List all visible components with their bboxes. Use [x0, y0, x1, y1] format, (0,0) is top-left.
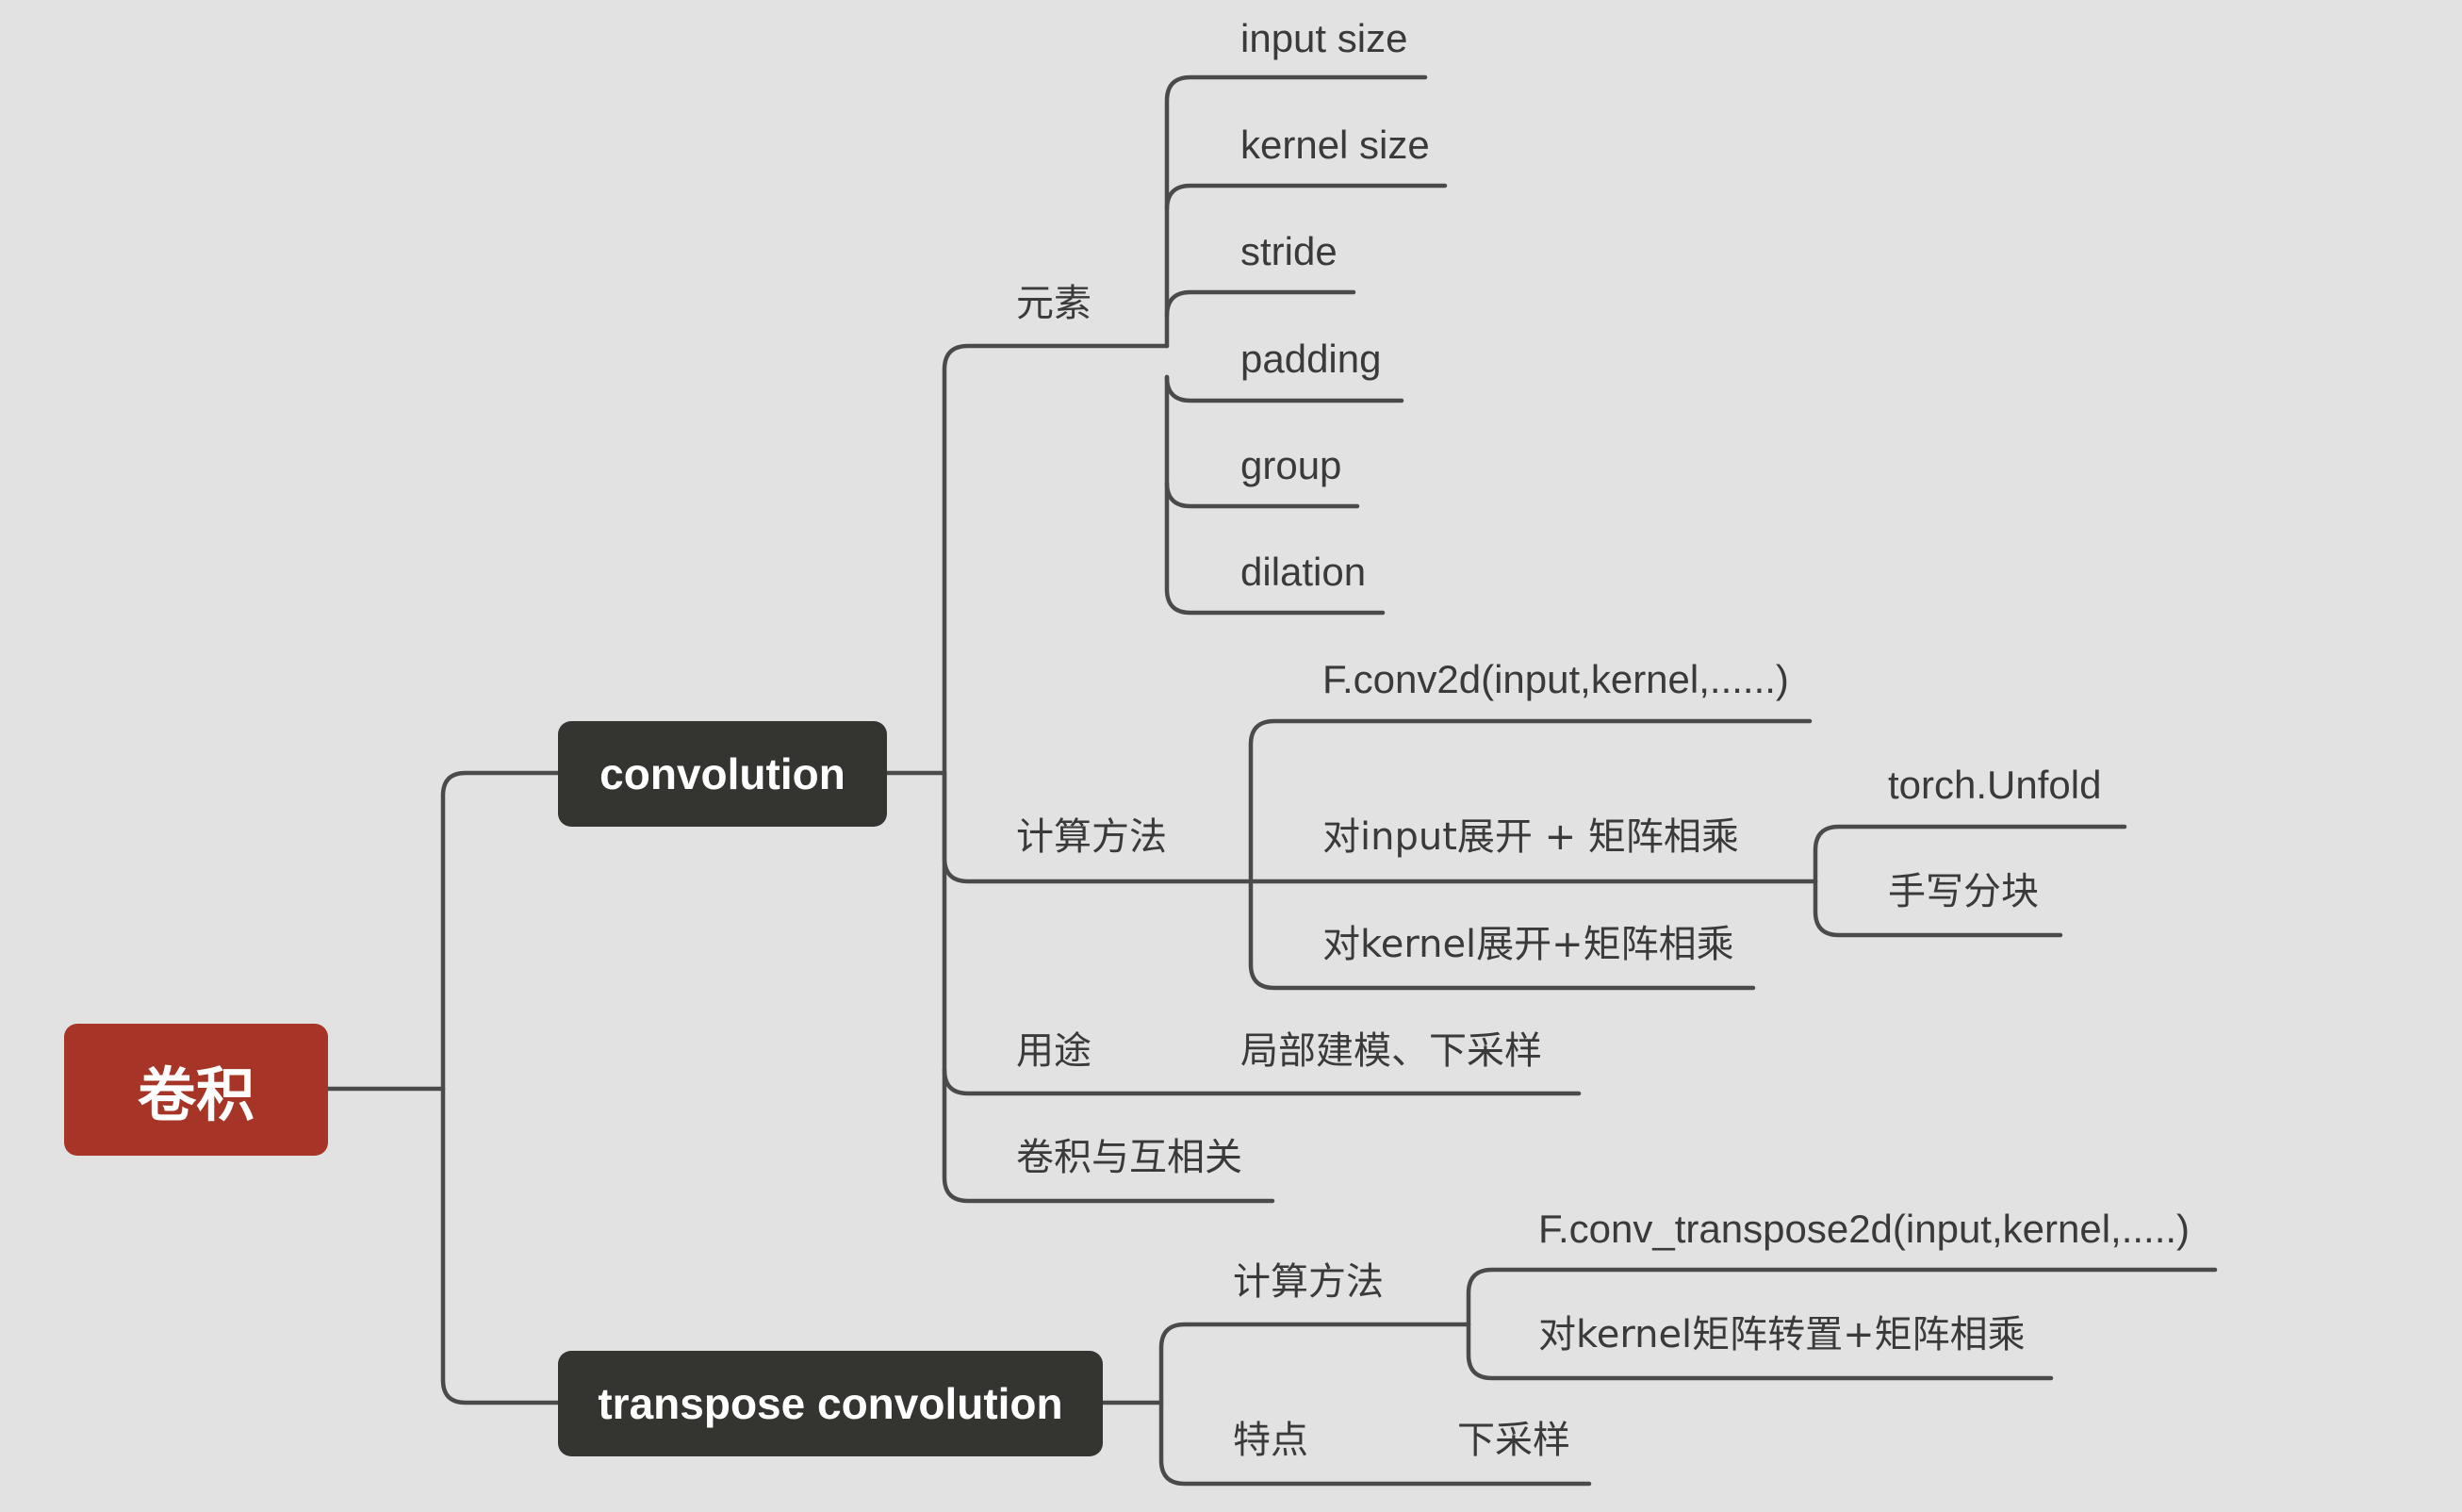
compute-conv2d[interactable]: F.conv2d(input,kernel,......) [1322, 657, 1789, 701]
link-root-to-convolution [440, 770, 561, 1092]
element-dilation[interactable]: dilation [1240, 550, 1367, 594]
link-transpose-compute [1158, 1322, 1471, 1405]
link-root-to-transpose [440, 1086, 561, 1405]
elements-label[interactable]: 元素 [1016, 282, 1091, 325]
link-transpose-matrix [1466, 1322, 2054, 1381]
link-torch-unfold [1813, 824, 2127, 884]
link-element-input-size [1164, 74, 1428, 349]
link-to-correlation [942, 1067, 1275, 1204]
transpose-compute-label[interactable]: 计算方法 [1233, 1260, 1384, 1304]
link-transpose-conv2d [1466, 1267, 2218, 1327]
element-stride[interactable]: stride [1240, 229, 1338, 273]
unfold-torch[interactable]: torch.Unfold [1888, 763, 2102, 807]
link-handwritten-block [1813, 879, 2063, 938]
correlation-label[interactable]: 卷积与互相关 [1016, 1136, 1242, 1179]
usage-label[interactable]: 用途 [1016, 1029, 1091, 1073]
element-group[interactable]: group [1240, 443, 1342, 487]
transpose-convolution-node[interactable]: transpose convolution [558, 1351, 1103, 1456]
transpose-conv2d[interactable]: F.conv_transpose2d(input,kernel,.....) [1538, 1207, 2191, 1251]
link-to-elements [942, 343, 1170, 776]
root-node[interactable]: 卷积 [64, 1024, 328, 1156]
compute-kernel-unfold[interactable]: 对kernel展开+矩阵相乘 [1322, 923, 1734, 966]
link-element-stride [1164, 289, 1356, 319]
link-transpose-feature [1158, 1400, 1592, 1487]
transpose-matrix[interactable]: 对kernel矩阵转置+矩阵相乘 [1538, 1313, 2026, 1356]
convolution-node[interactable]: convolution [558, 721, 887, 827]
unfold-handwritten[interactable]: 手写分块 [1888, 870, 2039, 913]
link-element-kernel-size [1164, 183, 1448, 212]
usage-value[interactable]: 局部建模、下采样 [1240, 1029, 1542, 1073]
compute-input-unfold[interactable]: 对input展开 + 矩阵相乘 [1322, 815, 1739, 859]
feature-value[interactable]: 下采样 [1457, 1419, 1570, 1462]
element-input-size[interactable]: input size [1240, 16, 1408, 60]
link-element-dilation [1164, 480, 1386, 616]
feature-label[interactable]: 特点 [1233, 1419, 1308, 1462]
element-kernel-size[interactable]: kernel size [1240, 123, 1430, 167]
link-compute-conv2d [1248, 718, 1813, 884]
element-padding[interactable]: padding [1240, 337, 1382, 381]
compute-method-label[interactable]: 计算方法 [1016, 815, 1167, 859]
link-compute-kernel-unfold [1248, 879, 1756, 991]
